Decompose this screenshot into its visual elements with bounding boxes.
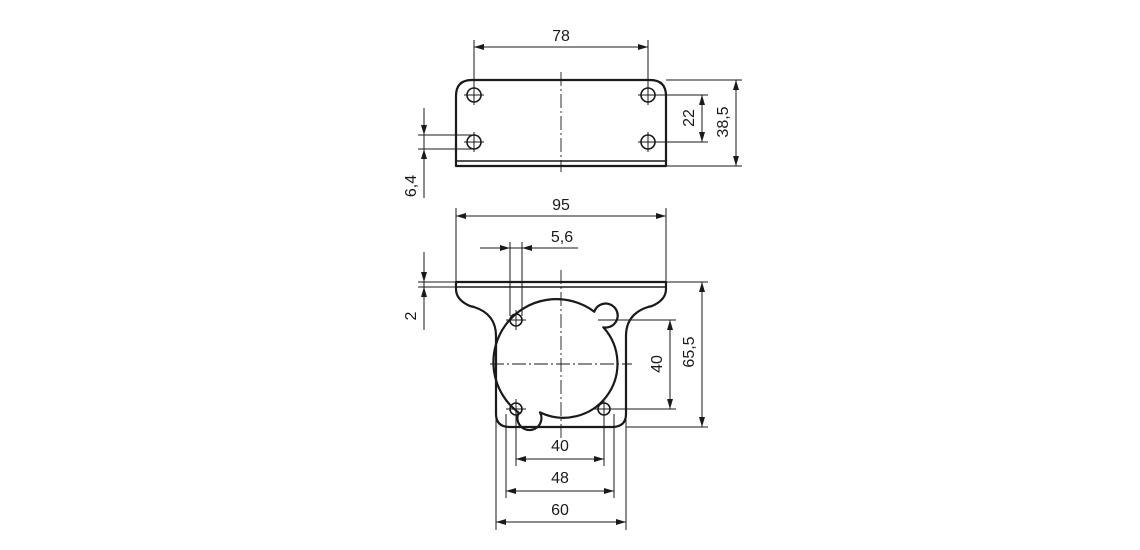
front-view-cutout	[492, 298, 619, 432]
dimension-60: 60	[495, 414, 627, 530]
front-view-hole-top-left	[506, 310, 526, 330]
dimension-40-vertical: 40	[598, 319, 676, 410]
dimension-38-5: 38,5	[666, 79, 742, 167]
top-view: 78 22 38,5 6,4	[403, 28, 742, 198]
dimension-78-label: 78	[552, 28, 570, 45]
dimension-5-6-label: 5,6	[551, 229, 573, 246]
top-view-outline	[454, 78, 668, 168]
dimension-5-6: 5,6	[480, 229, 578, 316]
dimension-65-5: 65,5	[626, 281, 708, 428]
dimension-48-label: 48	[551, 470, 569, 487]
dimension-22: 22	[656, 94, 708, 143]
dimension-48: 48	[505, 414, 615, 498]
dimension-78: 78	[473, 28, 649, 88]
dimension-40-vertical-label: 40	[649, 355, 666, 373]
dimension-6-4-label: 6,4	[403, 175, 420, 197]
dimension-6-4: 6,4	[403, 108, 474, 198]
top-view-hole-bottom-right	[638, 132, 658, 152]
dimension-22-label: 22	[681, 109, 698, 127]
dimension-65-5-label: 65,5	[681, 336, 698, 367]
dimension-40-horizontal: 40	[515, 409, 605, 466]
dimension-38-5-label: 38,5	[715, 106, 732, 137]
front-view-outline	[454, 280, 668, 429]
front-view: 95 5,6 2 40	[403, 197, 708, 530]
dimension-95-label: 95	[552, 197, 570, 214]
dimension-95: 95	[455, 197, 667, 282]
dimension-40-horizontal-label: 40	[551, 438, 569, 455]
dimension-2: 2	[403, 252, 456, 330]
dimension-2-label: 2	[403, 311, 420, 320]
dimension-60-label: 60	[551, 502, 569, 519]
